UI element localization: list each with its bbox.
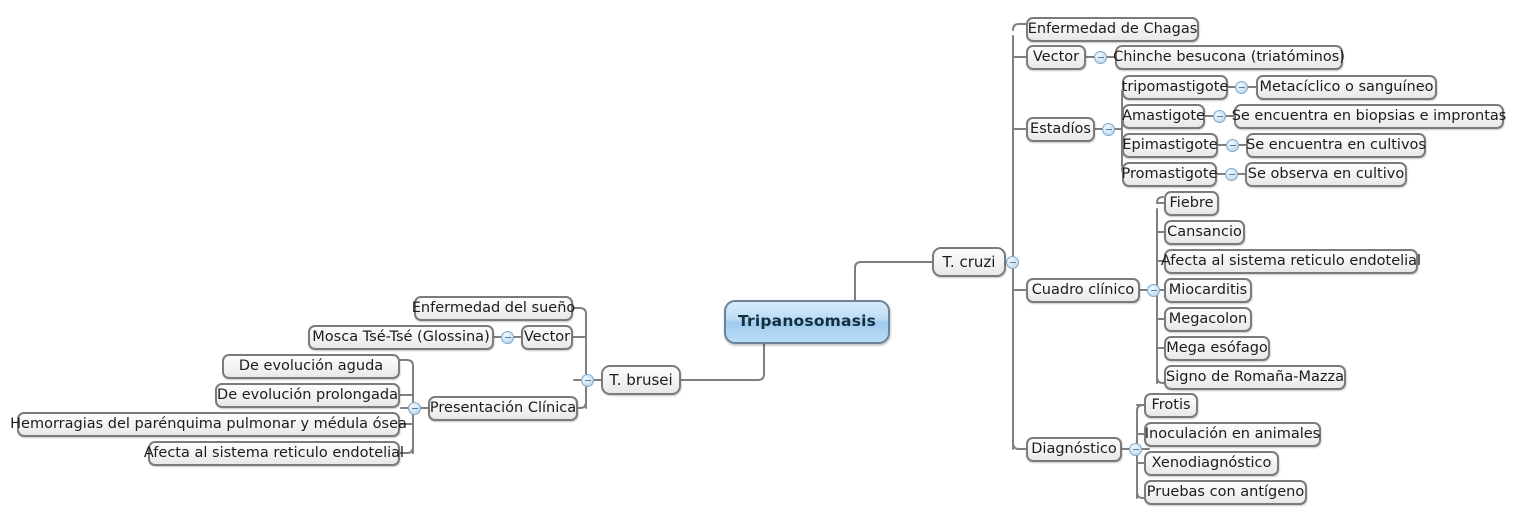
label-inoculacion-animales: Inoculación en animales <box>1144 426 1321 443</box>
node-tripomastigote[interactable]: tripomastigote <box>1122 75 1228 100</box>
node-enfermedad-de-chagas[interactable]: Enfermedad de Chagas <box>1026 17 1199 42</box>
node-estadios[interactable]: Estadíos <box>1026 117 1095 142</box>
label-chinche-besucona: Chinche besucona (triatóminos) <box>1113 49 1345 66</box>
node-miocarditis[interactable]: Miocarditis <box>1164 278 1252 303</box>
label-mega-esofago: Mega esófago <box>1166 340 1268 357</box>
node-inoculacion-animales[interactable]: Inoculación en animales <box>1144 422 1321 447</box>
label-vector-cruzi: Vector <box>1032 49 1080 66</box>
label-afecta-sistema-reticulo-cruzi: Afecta al sistema reticulo endotelial <box>1160 253 1422 270</box>
node-metaciclico-sanguineo[interactable]: Metacíclico o sanguíneo <box>1256 75 1437 100</box>
label-fiebre: Fiebre <box>1169 195 1214 212</box>
label-mosca-tse-tse: Mosca Tsé-Tsé (Glossina) <box>312 329 490 346</box>
label-se-encuentra-biopsias: Se encuentra en biopsias e improntas <box>1231 108 1507 125</box>
node-cansancio[interactable]: Cansancio <box>1164 220 1245 245</box>
label-enfermedad-de-chagas: Enfermedad de Chagas <box>1027 21 1198 38</box>
node-frotis[interactable]: Frotis <box>1144 393 1198 418</box>
node-xenodiagnostico[interactable]: Xenodiagnóstico <box>1144 451 1279 476</box>
collapse-minus-icon-promastigote[interactable] <box>1225 168 1238 181</box>
collapse-minus-icon-tripomastigote[interactable] <box>1235 81 1248 94</box>
label-pruebas-antigeno: Pruebas con antígeno <box>1146 484 1305 501</box>
wire-root-tcruzi <box>854 261 933 301</box>
node-se-encuentra-biopsias[interactable]: Se encuentra en biopsias e improntas <box>1231 104 1507 129</box>
label-tripomastigote: tripomastigote <box>1121 79 1229 96</box>
collapse-minus-icon-epimastigote[interactable] <box>1226 139 1239 152</box>
label-de-evolucion-prolongada: De evolución prolongada <box>217 387 398 404</box>
label-megacolon: Megacolon <box>1168 311 1248 328</box>
node-epimastigote[interactable]: Epimastigote <box>1122 133 1218 158</box>
label-metaciclico-sanguineo: Metacíclico o sanguíneo <box>1259 79 1434 96</box>
label-afecta-sistema-reticulo-brusei: Afecta al sistema reticulo endotelial <box>143 445 405 462</box>
label-hemorragias-parenquima: Hemorragias del parénquima pulmonar y mé… <box>10 416 407 433</box>
collapse-minus-icon-diagnostico[interactable] <box>1129 443 1142 456</box>
label-xenodiagnostico: Xenodiagnóstico <box>1151 455 1272 472</box>
branch-label-t-cruzi: T. cruzi <box>942 252 996 271</box>
node-signo-romana-mazza[interactable]: Signo de Romaña-Mazza <box>1164 365 1346 390</box>
node-afecta-sistema-reticulo-cruzi[interactable]: Afecta al sistema reticulo endotelial <box>1160 249 1422 274</box>
node-se-encuentra-cultivos[interactable]: Se encuentra en cultivos <box>1246 133 1426 158</box>
label-cuadro-clinico: Cuadro clínico <box>1031 282 1135 299</box>
node-de-evolucion-aguda[interactable]: De evolución aguda <box>222 354 400 379</box>
node-afecta-sistema-reticulo-brusei[interactable]: Afecta al sistema reticulo endotelial <box>144 441 404 466</box>
node-pruebas-antigeno[interactable]: Pruebas con antígeno <box>1144 480 1307 505</box>
label-de-evolucion-aguda: De evolución aguda <box>238 358 384 375</box>
wire-root-tbrusei <box>680 342 765 381</box>
collapse-minus-icon-vector-cruzi[interactable] <box>1094 51 1107 64</box>
node-vector-brusei[interactable]: Vector <box>521 325 573 350</box>
node-enfermedad-del-sueno[interactable]: Enfermedad del sueño <box>411 296 576 321</box>
label-diagnostico: Diagnóstico <box>1031 441 1117 458</box>
node-de-evolucion-prolongada[interactable]: De evolución prolongada <box>215 383 400 408</box>
node-promastigote[interactable]: Promastigote <box>1122 162 1217 187</box>
label-promastigote: Promastigote <box>1121 166 1218 183</box>
collapse-minus-icon-cuadro-clinico[interactable] <box>1147 284 1160 297</box>
label-epimastigote: Epimastigote <box>1122 137 1218 154</box>
node-chinche-besucona[interactable]: Chinche besucona (triatóminos) <box>1113 45 1345 70</box>
node-mega-esofago[interactable]: Mega esófago <box>1164 336 1270 361</box>
label-estadios: Estadíos <box>1030 121 1091 138</box>
node-presentacion-clinica[interactable]: Presentación Clínica <box>428 396 578 421</box>
root-label: Tripanosomasis <box>737 312 877 331</box>
collapse-minus-icon-t-brusei[interactable] <box>581 374 594 387</box>
collapse-minus-icon-presentacion-clinica[interactable] <box>408 402 421 415</box>
node-diagnostico[interactable]: Diagnóstico <box>1026 437 1122 462</box>
branch-label-t-brusei: T. brusei <box>609 370 673 389</box>
label-se-observa-cultivo: Se observa en cultivo <box>1247 166 1405 183</box>
node-cuadro-clinico[interactable]: Cuadro clínico <box>1026 278 1140 303</box>
label-miocarditis: Miocarditis <box>1168 282 1248 299</box>
node-se-observa-cultivo[interactable]: Se observa en cultivo <box>1245 162 1407 187</box>
wire-tcruzi-chagas <box>1012 23 1027 31</box>
label-presentacion-clinica: Presentación Clínica <box>429 400 577 417</box>
node-amastigote[interactable]: Amastigote <box>1122 104 1205 129</box>
node-megacolon[interactable]: Megacolon <box>1164 307 1252 332</box>
label-se-encuentra-cultivos: Se encuentra en cultivos <box>1246 137 1426 154</box>
branch-node-t-cruzi[interactable]: T. cruzi <box>932 247 1006 277</box>
label-frotis: Frotis <box>1151 397 1191 414</box>
root-node-tripanosomasis[interactable]: Tripanosomasis <box>724 300 890 344</box>
branch-node-t-brusei[interactable]: T. brusei <box>601 365 681 395</box>
wire-tcruzi-diagnostico <box>1012 442 1027 450</box>
node-mosca-tse-tse[interactable]: Mosca Tsé-Tsé (Glossina) <box>308 325 494 350</box>
label-signo-romana-mazza: Signo de Romaña-Mazza <box>1166 369 1344 386</box>
collapse-minus-icon-estadios[interactable] <box>1102 123 1115 136</box>
label-enfermedad-del-sueno: Enfermedad del sueño <box>411 300 576 317</box>
label-vector-brusei: Vector <box>523 329 571 346</box>
node-vector-cruzi[interactable]: Vector <box>1026 45 1086 70</box>
node-hemorragias-parenquima[interactable]: Hemorragias del parénquima pulmonar y mé… <box>10 412 407 437</box>
label-amastigote: Amastigote <box>1122 108 1205 125</box>
label-cansancio: Cansancio <box>1167 224 1242 241</box>
node-fiebre[interactable]: Fiebre <box>1164 191 1219 216</box>
wire-tbrusei-sueno <box>572 307 587 315</box>
collapse-minus-icon-vector-brusei[interactable] <box>501 331 514 344</box>
collapse-minus-icon-amastigote[interactable] <box>1213 110 1226 123</box>
collapse-minus-icon-t-cruzi[interactable] <box>1006 256 1019 269</box>
